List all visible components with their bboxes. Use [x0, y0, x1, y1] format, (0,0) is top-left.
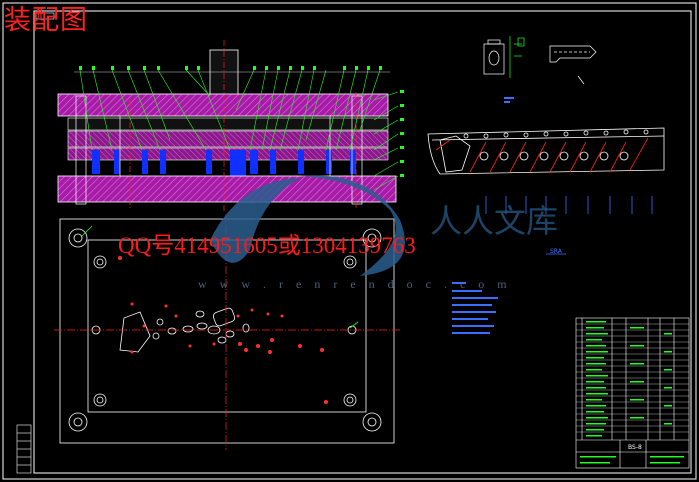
watermark-logo: 人人文库 [210, 175, 558, 276]
section-centerlines [129, 40, 357, 212]
strip-layout [427, 127, 665, 175]
watermark-contact-text: QQ号414951605或1304139763 [118, 233, 416, 258]
balloon-ticks [79, 66, 404, 177]
technical-notes [452, 282, 498, 334]
section-view [57, 40, 404, 212]
part-detail-views [483, 36, 597, 85]
plan-leaders [81, 225, 359, 329]
punch-inserts [92, 150, 356, 176]
drawing-title: 装配图 [4, 5, 88, 36]
pierce-holes [152, 310, 250, 344]
screw-holes [91, 255, 357, 407]
strip-layout-cuts [435, 137, 649, 173]
upper-die-plate [57, 93, 389, 117]
parts-table-label: BS-8 [628, 444, 642, 451]
binding-strip [16, 12, 55, 474]
strip-dimension-marks [485, 196, 653, 255]
plan-markers [118, 256, 328, 404]
watermark-brand-text: 人人文库 [430, 202, 558, 240]
drawing-inner-frame [33, 10, 692, 474]
watermark-url-text: w w w . r e n r e n d o c . c o m [198, 277, 512, 291]
strip-blank-outline [119, 311, 151, 353]
die-block-outline [87, 239, 367, 413]
parts-list-entries [580, 321, 684, 464]
part-leaders [74, 69, 399, 191]
guide-bushes [68, 228, 382, 432]
detail-labels [504, 97, 514, 103]
plan-view-label: SRA [550, 248, 563, 255]
punch-plate [67, 117, 389, 131]
parts-list-table [575, 317, 690, 469]
parts-list-rows [576, 323, 689, 433]
stripper-plate [67, 130, 389, 148]
guide-pillars [75, 95, 363, 205]
plan-view [59, 218, 395, 444]
